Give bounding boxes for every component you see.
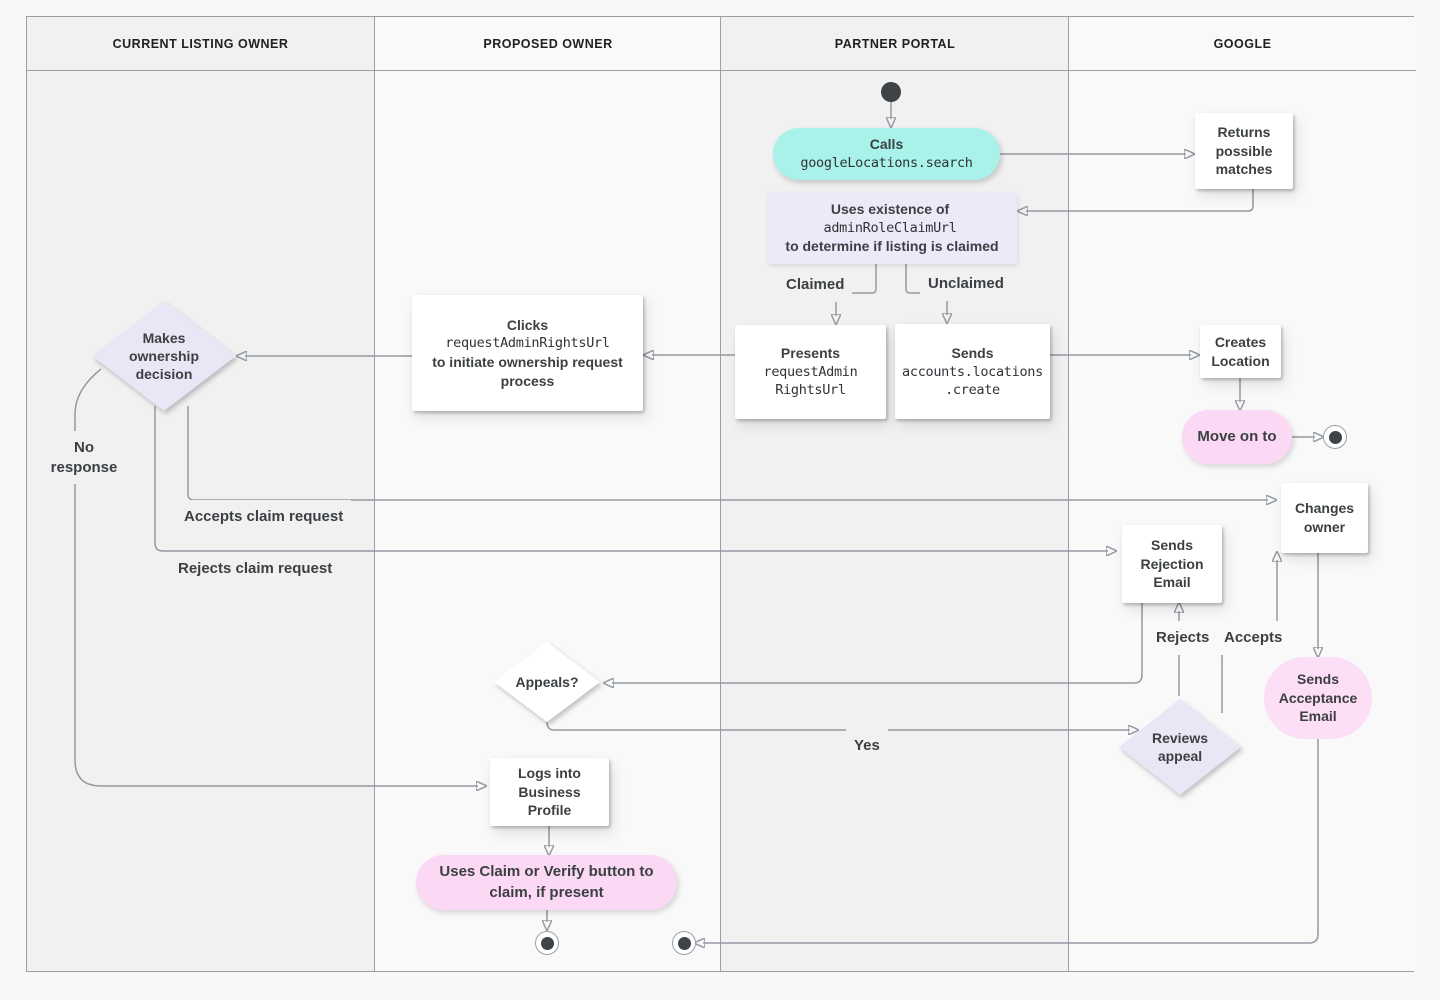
node-text: Uses existence of adminRoleClaimUrl to d… xyxy=(775,198,1009,258)
node-sends-acceptance-email: Sends Acceptance Email xyxy=(1264,657,1372,739)
node-label: Appeals? xyxy=(515,673,579,690)
node-code-line1: accounts.locations xyxy=(902,363,1043,380)
node-clicks-requestadminrightsurl: Clicks requestAdminRightsUrl to initiate… xyxy=(412,295,643,411)
end-node-acceptance-flow xyxy=(672,931,696,955)
node-label-1: Clicks xyxy=(506,316,549,333)
node-code-line2: .create xyxy=(945,381,1000,398)
node-makes-ownership-decision: Makes ownership decision xyxy=(92,301,236,411)
node-move-on-to: Move on to xyxy=(1182,410,1292,464)
node-label: Logs into Business Profile xyxy=(518,764,581,819)
node-label-2: to initiate ownership request process xyxy=(432,353,623,389)
lane-proposed-owner: PROPOSED OWNER xyxy=(374,17,721,971)
node-calls-googlelocations-search: Calls googleLocations.search xyxy=(773,128,1000,180)
node-code: requestAdminRightsUrl xyxy=(445,335,610,352)
lane-header-google: GOOGLE xyxy=(1069,17,1416,71)
lane-header-current-listing-owner: CURRENT LISTING OWNER xyxy=(27,17,374,71)
lane-current-listing-owner: CURRENT LISTING OWNER xyxy=(27,17,374,971)
node-logs-into-business-profile: Logs into Business Profile xyxy=(490,758,609,826)
node-label: Makes ownership decision xyxy=(128,329,199,383)
node-sends-rejection-email: Sends Rejection Email xyxy=(1122,525,1222,603)
node-creates-location: Creates Location xyxy=(1200,325,1281,378)
node-label: Changes owner xyxy=(1294,500,1355,535)
node-label-post: to determine if listing is claimed xyxy=(785,238,999,255)
node-appeals-decision: Appeals? xyxy=(494,642,600,722)
node-label: Sends xyxy=(951,344,994,361)
node-uses-existence-adminroleclaimurl: Uses existence of adminRoleClaimUrl to d… xyxy=(767,192,1017,264)
edge-label-rejects: Rejects xyxy=(1148,621,1218,655)
node-sends-accounts-locations-create: Sends accounts.locations .create xyxy=(895,324,1050,419)
edge-label-yes: Yes xyxy=(846,729,888,763)
edge-label-accepts-claim-request: Accepts claim request xyxy=(176,500,352,534)
end-node-dot xyxy=(540,936,554,950)
node-label: Calls xyxy=(869,136,904,153)
node-label: Uses Claim or Verify button to claim, if… xyxy=(439,863,654,901)
node-reviews-appeal: Reviews appeal xyxy=(1119,699,1241,795)
node-returns-possible-matches: Returns possible matches xyxy=(1195,113,1293,189)
node-code-line2: RightsUrl xyxy=(775,382,846,399)
node-code-line1: requestAdmin xyxy=(763,364,858,381)
node-label: Sends Acceptance Email xyxy=(1278,670,1358,725)
edge-label-no-response: No response xyxy=(37,431,131,484)
node-code: googleLocations.search xyxy=(800,155,973,172)
end-node-claim-flow xyxy=(535,931,559,955)
start-node xyxy=(881,82,901,102)
node-uses-claim-or-verify-button: Uses Claim or Verify button to claim, if… xyxy=(416,855,677,910)
edge-label-claimed: Claimed xyxy=(778,268,853,302)
node-presents-requestadminrightsurl: Presents requestAdmin RightsUrl xyxy=(735,325,886,419)
edge-label-accepts: Accepts xyxy=(1216,621,1291,655)
node-label: Reviews appeal xyxy=(1151,729,1209,764)
node-label: Move on to xyxy=(1197,427,1277,445)
end-node-dot xyxy=(677,936,691,950)
node-label-pre: Uses existence of xyxy=(830,200,950,217)
node-code: adminRoleClaimUrl xyxy=(823,219,957,236)
edge-label-unclaimed: Unclaimed xyxy=(920,267,1012,301)
end-node-dot xyxy=(1328,430,1342,444)
end-node-create-flow xyxy=(1323,425,1347,449)
lane-header-partner-portal: PARTNER PORTAL xyxy=(721,17,1069,71)
lane-header-proposed-owner: PROPOSED OWNER xyxy=(375,17,721,71)
node-label: Sends Rejection Email xyxy=(1140,536,1204,591)
node-label: Presents xyxy=(780,345,841,362)
node-label: Creates Location xyxy=(1211,333,1270,369)
node-label: Returns possible matches xyxy=(1215,123,1273,178)
edge-label-rejects-claim-request: Rejects claim request xyxy=(170,552,341,586)
node-changes-owner: Changes owner xyxy=(1281,483,1368,553)
